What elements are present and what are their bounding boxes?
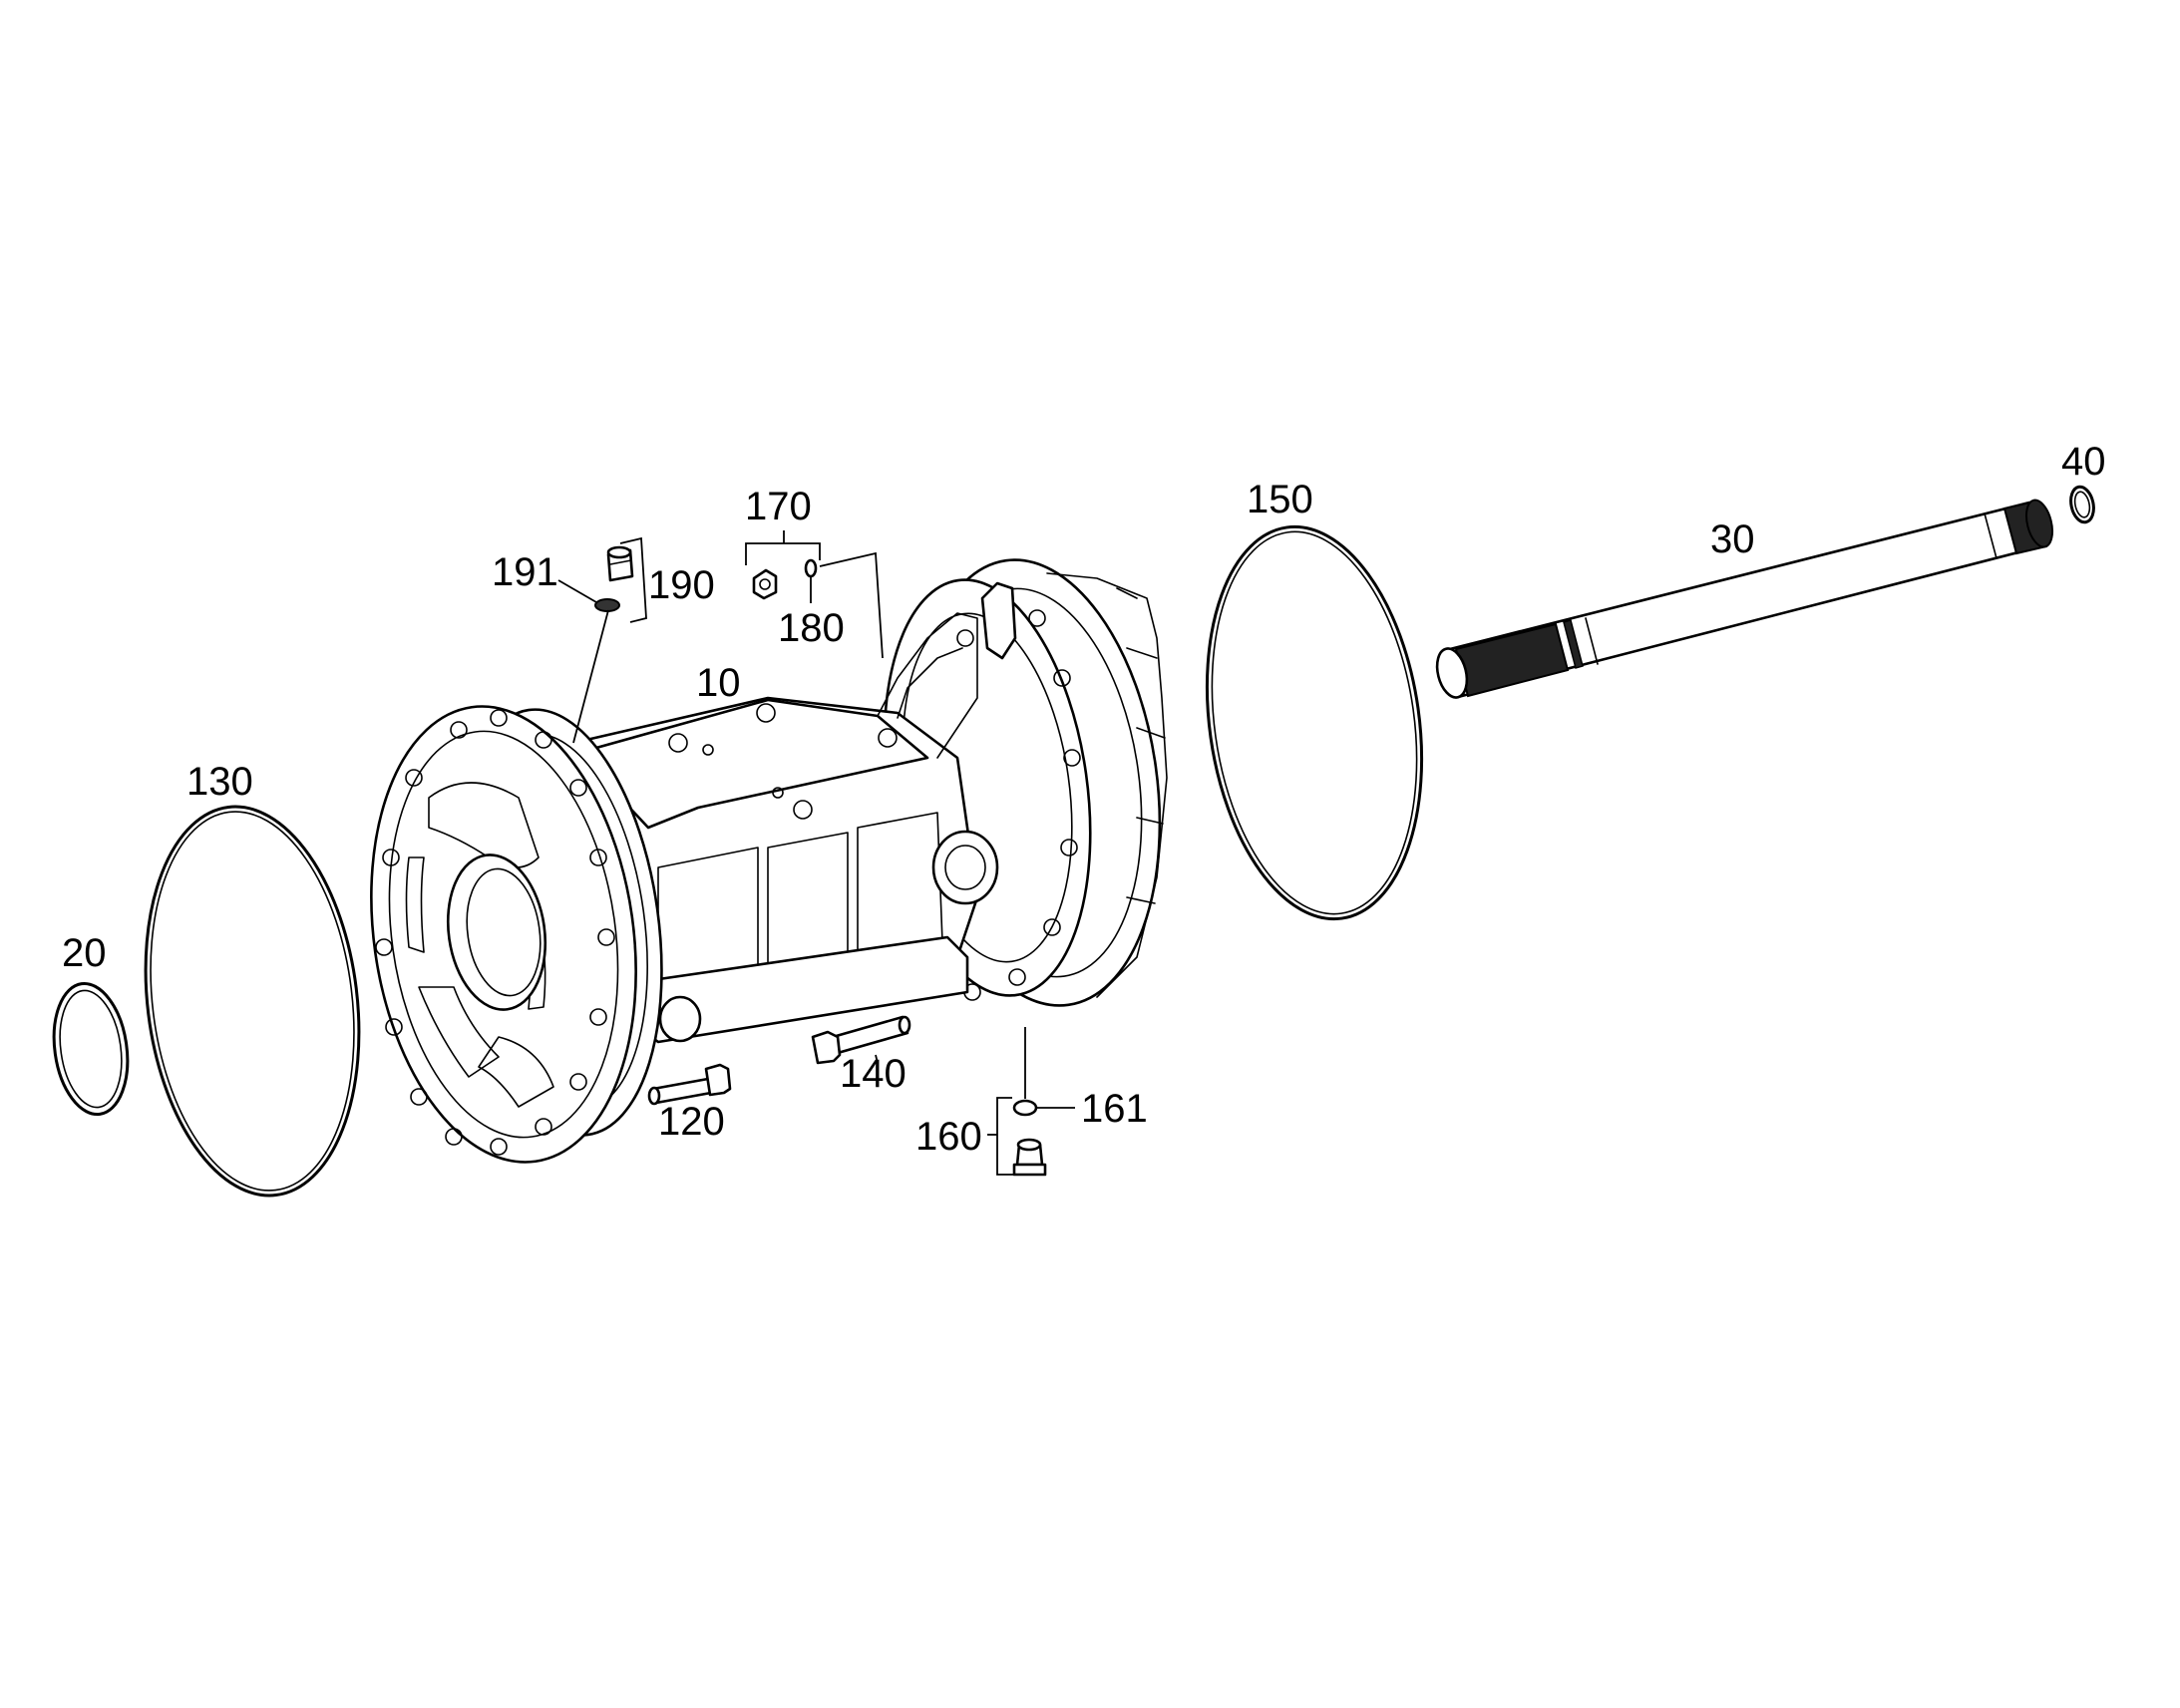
- label-30: 30: [1710, 517, 1755, 561]
- label-150: 150: [1247, 478, 1313, 521]
- label-191: 191: [492, 550, 558, 594]
- label-180: 180: [778, 606, 845, 650]
- label-130: 130: [186, 760, 253, 804]
- part-150-o-ring[interactable]: [1183, 512, 1445, 932]
- label-160: 160: [915, 1115, 982, 1159]
- part-161-seal-ring[interactable]: [1012, 1099, 1038, 1117]
- part-160-plug[interactable]: [1012, 1138, 1047, 1177]
- label-190: 190: [648, 563, 715, 607]
- part-180-seal-ring[interactable]: [804, 558, 818, 578]
- label-161: 161: [1081, 1087, 1148, 1131]
- leader-lines: [557, 530, 1075, 1176]
- part-130-o-ring[interactable]: [125, 795, 380, 1208]
- part-120-bolt[interactable]: [647, 1063, 732, 1106]
- label-40: 40: [2061, 440, 2106, 484]
- part-20-snap-ring[interactable]: [46, 979, 136, 1120]
- part-30-axle-shaft[interactable]: [1432, 498, 2056, 701]
- part-40-ring[interactable]: [2067, 485, 2096, 524]
- part-140-bolt[interactable]: [811, 1015, 911, 1065]
- part-10-axle-housing[interactable]: [343, 543, 1187, 1179]
- label-20: 20: [62, 931, 107, 975]
- label-170: 170: [745, 485, 812, 528]
- label-120: 120: [658, 1100, 725, 1144]
- part-170-plug[interactable]: [752, 568, 778, 600]
- part-190-plug[interactable]: [606, 545, 634, 582]
- label-10: 10: [696, 661, 741, 705]
- label-140: 140: [840, 1052, 907, 1096]
- callout-labels: 10 20 30 40 120 130 140 150 160 161 170 …: [62, 440, 2106, 1159]
- part-191-seal-ring[interactable]: [594, 598, 620, 612]
